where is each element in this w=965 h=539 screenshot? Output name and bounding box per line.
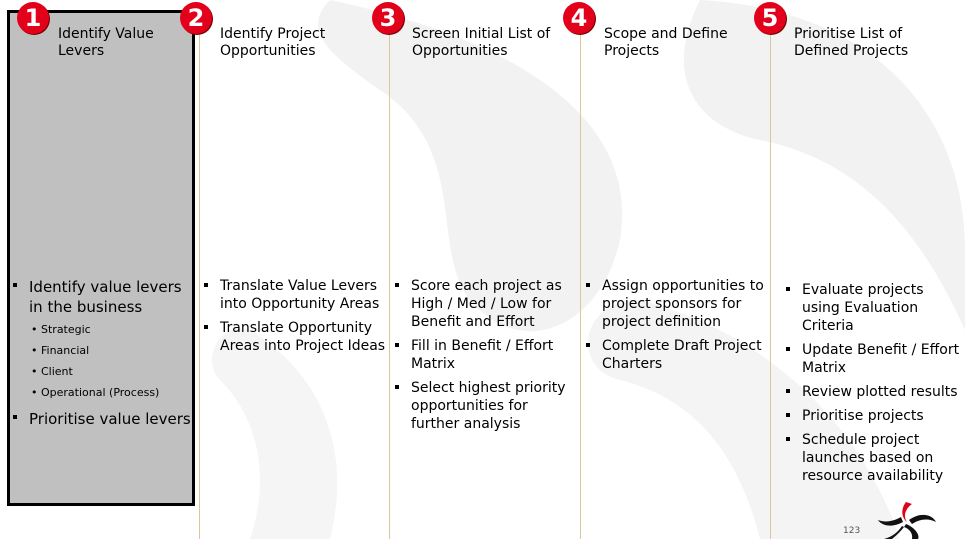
sub-bullet-item: Financial: [31, 340, 193, 361]
sub-bullet-item: Strategic: [31, 319, 193, 340]
sub-bullet-list: Strategic Financial Client Operational (…: [29, 319, 193, 403]
highlighted-step-panel: [7, 10, 195, 506]
bullet-item: Select highest priority opportunities fo…: [393, 379, 573, 433]
step-bullets: Assign opportunities to project sponsors…: [584, 277, 768, 379]
bullet-item: Translate Value Levers into Opportunity …: [202, 277, 386, 313]
bullet-item: Evaluate projects using Evaluation Crite…: [784, 281, 962, 335]
bullet-item: Fill in Benefit / Effort Matrix: [393, 337, 573, 373]
step-bullets: Evaluate projects using Evaluation Crite…: [784, 281, 962, 491]
step-title: Identify Value Levers: [58, 26, 154, 59]
step-title: Identify Project Opportunities: [220, 26, 326, 59]
bullet-item: Complete Draft Project Charters: [584, 337, 768, 373]
step-bullets: Identify value levers in the business St…: [11, 277, 193, 435]
sub-bullet-item: Client: [31, 361, 193, 382]
bullet-item: Schedule project launches based on resou…: [784, 431, 962, 485]
step-title: Screen Initial List of Opportunities: [412, 26, 551, 59]
step-number-badge: 5: [754, 2, 786, 34]
bullet-item: Score each project as High / Med / Low f…: [393, 277, 573, 331]
step-number-badge: 2: [180, 2, 212, 34]
step-number-badge: 4: [563, 2, 595, 34]
bullet-item: Prioritise projects: [784, 407, 962, 425]
bullet-item: Review plotted results: [784, 383, 962, 401]
column-divider: [770, 12, 771, 539]
bullet-item: Identify value levers in the business St…: [11, 277, 193, 403]
step-number-badge: 1: [17, 2, 49, 34]
bullet-item: Assign opportunities to project sponsors…: [584, 277, 768, 331]
column-divider: [580, 12, 581, 539]
step-title: Prioritise List of Defined Projects: [794, 26, 909, 59]
bullet-item: Translate Opportunity Areas into Project…: [202, 319, 386, 355]
bullet-item: Update Benefit / Effort Matrix: [784, 341, 962, 377]
step-bullets: Translate Value Levers into Opportunity …: [202, 277, 386, 361]
page-number: 123: [843, 526, 861, 536]
step-number-badge: 3: [372, 2, 404, 34]
bullet-item: Prioritise value levers: [11, 409, 193, 429]
column-divider: [199, 12, 200, 539]
column-divider: [389, 12, 390, 539]
sub-bullet-item: Operational (Process): [31, 382, 193, 403]
step-bullets: Score each project as High / Med / Low f…: [393, 277, 573, 439]
company-logo-icon: [878, 502, 936, 539]
step-title: Scope and Define Projects: [604, 26, 728, 59]
